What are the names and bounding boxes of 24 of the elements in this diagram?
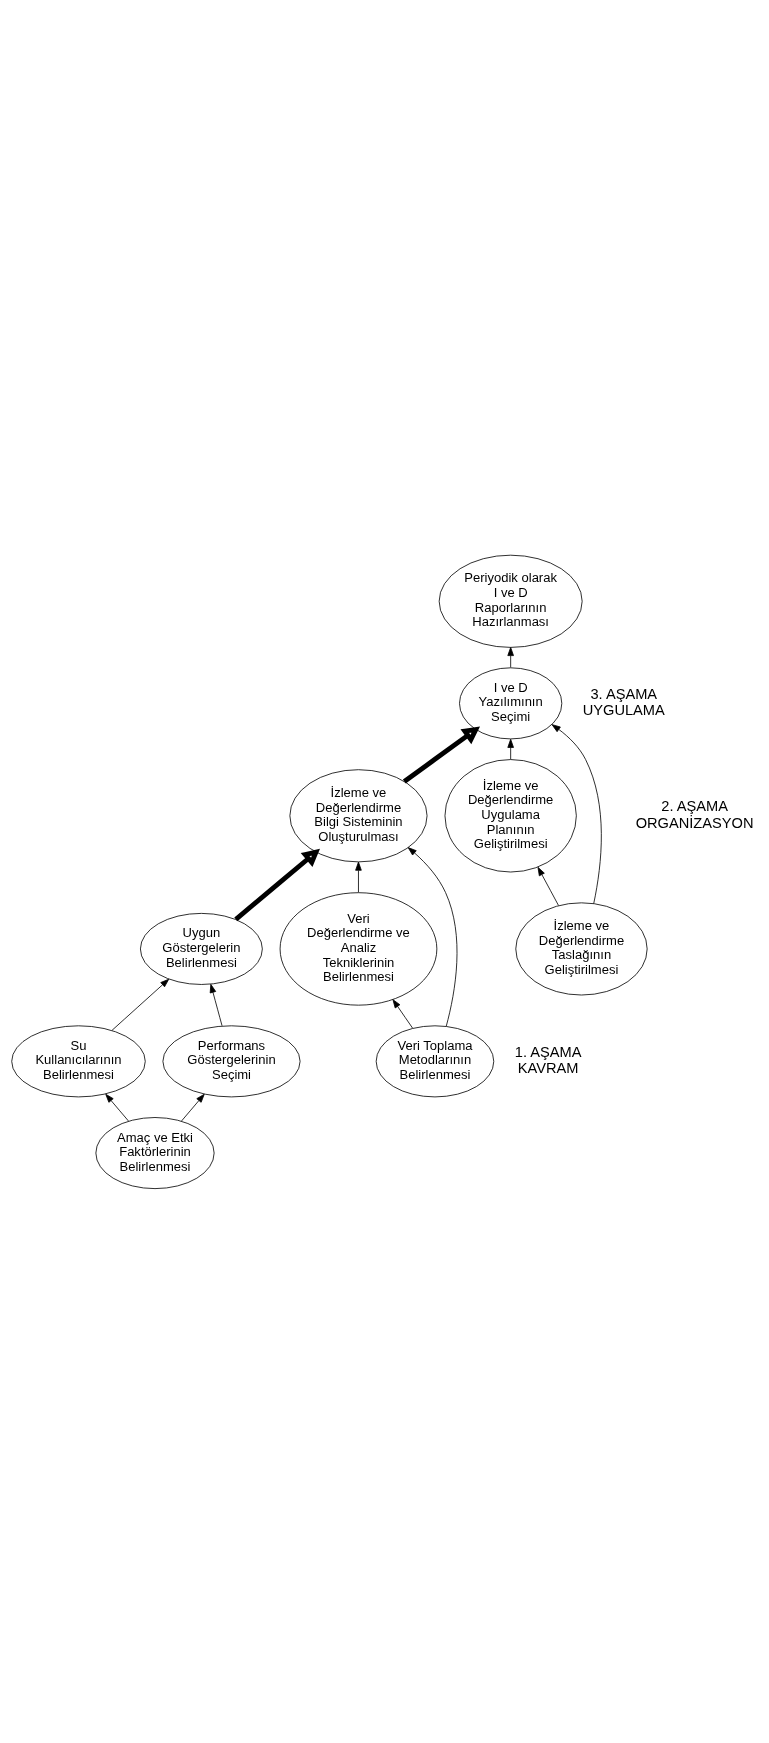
- node-ellipse: İzleme ve Değerlendirme Uygulama Planının Geliştirilmesi: [444, 758, 577, 872]
- label: 1. AŞAMA KAVRAM: [514, 1043, 582, 1076]
- node-ellipse: Amaç ve Etki Faktörlerinin Belirlenmesi: [95, 1116, 215, 1189]
- node-ellipse: İzleme ve Değerlendirme Bilgi Sisteminin Oluşturulması: [289, 768, 428, 862]
- arrow: [234, 848, 320, 921]
- arrow: [181, 1093, 205, 1121]
- arrow: [105, 1093, 129, 1121]
- node-ellipse: İzleme ve Değerlendirme Taslağının Geliştirilmesi: [515, 901, 648, 995]
- arrow: [111, 978, 170, 1031]
- arrow: [507, 738, 514, 760]
- arrow: [209, 983, 223, 1026]
- node-ellipse: Veri Toplama Metodlarının Belirlenmesi: [375, 1024, 495, 1097]
- arrow: [537, 866, 559, 906]
- label: 3. AŞAMA UYGULAMA: [582, 685, 665, 718]
- label: 2. AŞAMA ORGANİZASYON: [635, 797, 754, 831]
- node-ellipse: Periyodik olarak I ve D Raporlarının Hazırlanması: [438, 554, 583, 648]
- arrow: [407, 846, 458, 1027]
- arrow: [507, 646, 514, 668]
- arrow: [402, 726, 480, 784]
- node-ellipse: Performans Göstergelerinin Seçimi: [162, 1024, 301, 1097]
- arrow: [355, 861, 362, 893]
- arrow: [551, 723, 602, 904]
- arrow: [392, 998, 414, 1029]
- node-ellipse: Su Kullanıcılarının Belirlenmesi: [11, 1024, 146, 1097]
